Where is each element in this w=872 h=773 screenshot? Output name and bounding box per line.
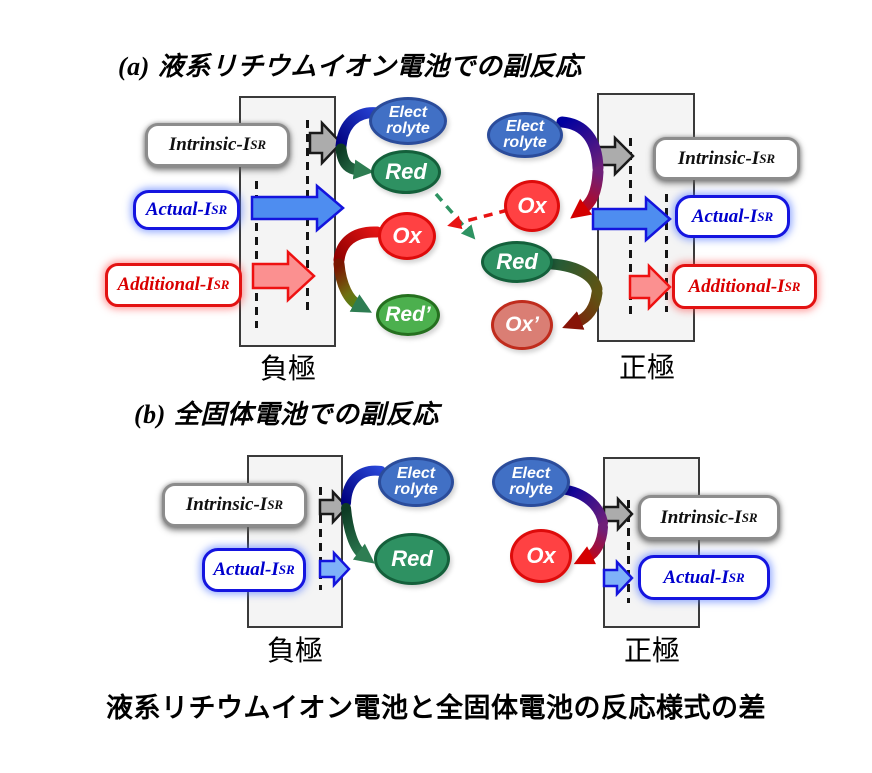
ox-to-electrode-arrow-a-left	[333, 226, 383, 266]
electrode-to-red-arrow-b-left	[341, 503, 375, 564]
electrolyte-ellipse: Elect rolyte	[369, 97, 447, 145]
gray-block-arrow-intrinsic-b-right	[602, 495, 634, 533]
red-block-arrow-additional-a-right	[628, 262, 672, 312]
electrode-to-ox-arrow-b-right	[573, 522, 608, 565]
electrode-label-negative-a: 負極	[259, 353, 316, 384]
electrode-to-ox-prime-arrow-a-right	[562, 287, 603, 330]
gray-block-arrow-intrinsic-a-right	[597, 134, 635, 178]
electrode-to-red-arrow-a-left	[335, 143, 374, 180]
red-ellipse: Red	[374, 533, 450, 585]
ox-crossover-dashed-arrow	[447, 208, 509, 230]
electrode-label-negative-b: 負極	[266, 635, 323, 666]
ox-ellipse: Ox	[504, 180, 560, 232]
panel-b-title: (b)全固体電池での副反応	[134, 394, 439, 431]
blue-block-arrow-actual-a-left	[250, 183, 345, 233]
panel-a-index: (a)	[118, 52, 150, 81]
electrolyte-ellipse: Elect rolyte	[492, 457, 570, 507]
gray-block-arrow-intrinsic-a-left	[308, 119, 343, 167]
electrode-label-positive-b: 正極	[623, 635, 680, 666]
red-to-electrode-arrow-a-right	[546, 258, 603, 295]
dashed-interface-line	[665, 194, 668, 312]
gray-block-arrow-intrinsic-b-left	[318, 488, 349, 526]
blue-block-arrow-actual-b-right	[602, 558, 634, 598]
dashed-interface-line	[627, 500, 630, 603]
blue-block-arrow-actual-b-left	[318, 549, 351, 589]
electrolyte-to-electrode-arrow-b-left	[341, 465, 386, 508]
figure-caption: 液系リチウムイオン電池と全固体電池の反応様式の差	[106, 693, 766, 723]
dashed-interface-line	[255, 181, 258, 328]
blue-block-arrow-actual-a-right	[591, 195, 672, 243]
electrolyte-ellipse: Elect rolyte	[487, 112, 563, 158]
panel-b-title-text: 全固体電池での副反応	[173, 399, 439, 429]
ox-ellipse: Ox	[378, 212, 436, 260]
electrolyte-to-electrode-arrow-a-right	[556, 116, 604, 174]
ox-prime-ellipse: Ox’	[491, 300, 553, 350]
red-ellipse: Red	[481, 241, 553, 283]
electrode-label-positive-a: 正極	[618, 352, 675, 383]
electrolyte-ellipse: Elect rolyte	[378, 457, 454, 507]
electrode-to-red-prime-arrow-a-left	[333, 258, 372, 313]
red-prime-ellipse: Red’	[376, 294, 440, 336]
red-ellipse: Red	[371, 150, 441, 194]
panel-a-title: (a)液系リチウムイオン電池での副反応	[118, 46, 582, 83]
dashed-interface-line	[319, 487, 322, 590]
panel-b-index: (b)	[134, 400, 166, 429]
ox-ellipse: Ox	[510, 529, 572, 583]
electrode-to-ox-arrow-a-right	[570, 166, 604, 219]
red-block-arrow-additional-a-left	[251, 249, 316, 303]
panel-a-title-text: 液系リチウムイオン電池での副反応	[157, 51, 582, 81]
electrolyte-to-electrode-arrow-b-right	[556, 484, 608, 528]
red-crossover-dashed-arrow	[434, 192, 476, 240]
